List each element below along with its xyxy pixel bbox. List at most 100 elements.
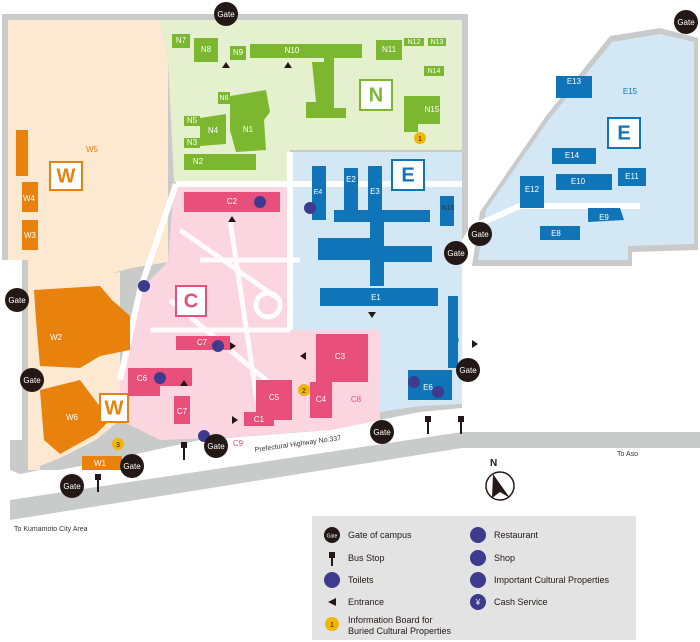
- building-n13[interactable]: [428, 38, 446, 46]
- gate-label: Gate: [217, 10, 235, 19]
- cultural-property-icon[interactable]: [304, 202, 316, 214]
- building-e11[interactable]: [618, 168, 646, 186]
- building-e13[interactable]: [556, 76, 592, 98]
- info-board-icon[interactable]: [112, 438, 124, 450]
- entrance-arrow-icon: [180, 380, 188, 386]
- building-w6[interactable]: [40, 380, 110, 454]
- building-e12[interactable]: [520, 176, 544, 208]
- building-w2[interactable]: [34, 286, 130, 368]
- building-e2[interactable]: [344, 168, 358, 210]
- gate-icon[interactable]: [20, 368, 44, 392]
- label-e14: E14: [565, 151, 580, 160]
- building-e-bar[interactable]: [334, 210, 430, 222]
- gate-icon[interactable]: [5, 288, 29, 312]
- building-n2[interactable]: [184, 154, 256, 170]
- gate-icon[interactable]: [370, 420, 394, 444]
- building-c2[interactable]: [184, 192, 280, 212]
- building-n9[interactable]: [230, 46, 246, 60]
- label-n1: N1: [243, 125, 254, 134]
- building-n16[interactable]: [440, 196, 454, 226]
- legend-restaurant: Restaurant: [494, 530, 539, 540]
- gate-icon[interactable]: [204, 434, 228, 458]
- building-c3[interactable]: [316, 334, 368, 382]
- gate-icon[interactable]: [674, 10, 698, 34]
- label-n13: N13: [431, 39, 444, 46]
- legend-board-line1: Information Board for: [348, 615, 433, 625]
- gate-icon[interactable]: [214, 2, 238, 26]
- zone-c-letter: C: [184, 290, 198, 312]
- label-n3: N3: [187, 138, 198, 147]
- building-n7[interactable]: [172, 34, 190, 48]
- label-w2: W2: [50, 333, 63, 342]
- info-board-number-1: 1: [418, 136, 422, 143]
- building-n5[interactable]: [184, 116, 200, 126]
- gate-label: Gate: [459, 366, 477, 375]
- gate-icon[interactable]: [468, 222, 492, 246]
- toilet-icon[interactable]: [138, 280, 150, 292]
- building-n15[interactable]: [404, 96, 440, 132]
- cash-service-icon: [470, 594, 486, 610]
- building-n6[interactable]: [218, 92, 230, 104]
- building-n12[interactable]: [404, 38, 424, 46]
- building-w5-strip[interactable]: [16, 130, 28, 176]
- zone-w-badge-south: [99, 393, 129, 423]
- compass-icon: N: [485, 458, 515, 501]
- info-board-number-3: 3: [116, 442, 120, 449]
- building-e-spine[interactable]: [370, 222, 384, 286]
- zone-w-letter: W: [57, 165, 76, 187]
- building-e9[interactable]: [588, 208, 624, 222]
- restaurant-icon[interactable]: [432, 386, 444, 398]
- building-e-west[interactable]: [318, 238, 370, 260]
- gate-label: Gate: [471, 230, 489, 239]
- bus-stop-icon[interactable]: [181, 442, 187, 448]
- gate-icon[interactable]: [120, 454, 144, 478]
- shop-icon: [470, 550, 486, 566]
- cultural-property-icon[interactable]: [254, 196, 266, 208]
- label-e6: E6: [423, 383, 433, 392]
- shop-icon[interactable]: [212, 340, 224, 352]
- building-e1[interactable]: [320, 288, 438, 306]
- building-n8[interactable]: [194, 38, 218, 62]
- bus-stop-icon[interactable]: [425, 416, 431, 422]
- building-e3[interactable]: [368, 166, 382, 210]
- bus-stop-icon[interactable]: [458, 416, 464, 422]
- info-board-icon[interactable]: [298, 384, 310, 396]
- gate-icon[interactable]: [60, 474, 84, 498]
- label-c4: C4: [316, 395, 327, 404]
- building-n10-wing[interactable]: [306, 62, 346, 118]
- restaurant-icon[interactable]: [154, 372, 166, 384]
- label-w5: W5: [86, 145, 99, 154]
- building-w4[interactable]: [22, 182, 38, 212]
- label-n4: N4: [208, 126, 219, 135]
- zone-w-letter-south: W: [105, 397, 124, 419]
- building-e5[interactable]: [448, 296, 458, 368]
- building-w1[interactable]: [82, 456, 122, 470]
- building-c4[interactable]: [310, 382, 332, 418]
- label-c7: C7: [197, 338, 208, 347]
- building-c7-south[interactable]: [174, 396, 190, 424]
- entrance-arrow-icon: [232, 416, 238, 424]
- building-n4[interactable]: [200, 114, 226, 146]
- building-e14[interactable]: [552, 148, 596, 164]
- label-c1: C1: [254, 415, 265, 424]
- building-n1[interactable]: [230, 90, 270, 152]
- info-board-icon[interactable]: [414, 132, 426, 144]
- building-e10[interactable]: [556, 174, 612, 190]
- gate-icon[interactable]: [456, 358, 480, 382]
- building-w3[interactable]: [22, 220, 38, 250]
- label-c9: C9: [233, 439, 244, 448]
- gate-icon[interactable]: [444, 241, 468, 265]
- building-c1[interactable]: [244, 412, 274, 426]
- building-n11[interactable]: [376, 40, 402, 60]
- to-aso-label: To Aso: [617, 451, 638, 458]
- building-n14[interactable]: [424, 66, 444, 76]
- cash-service-icon[interactable]: [408, 376, 420, 388]
- building-n10[interactable]: [250, 44, 362, 110]
- building-e8[interactable]: [540, 226, 580, 240]
- entrance-arrow-icon: [228, 216, 236, 222]
- label-n14: N14: [428, 68, 441, 75]
- bus-stop-icon[interactable]: [95, 474, 101, 480]
- building-n3[interactable]: [184, 138, 200, 148]
- building-e-east[interactable]: [384, 246, 432, 262]
